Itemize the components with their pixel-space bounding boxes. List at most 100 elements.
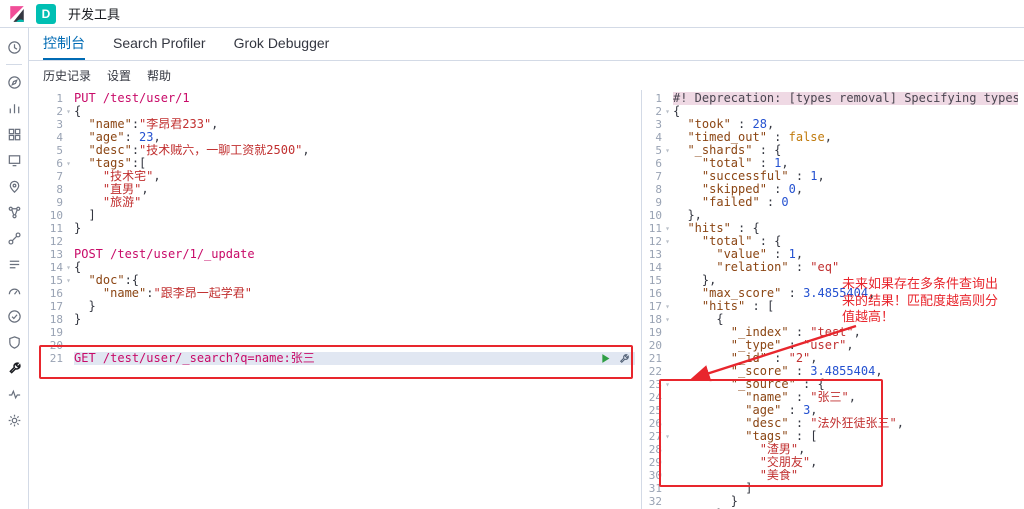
sidebar-nav (0, 28, 29, 509)
fold-caret-icon[interactable]: ▾ (665, 380, 670, 389)
code-line: 30 "美食" (642, 469, 1024, 482)
fold-caret-slot (662, 443, 673, 456)
visualize-bars-icon[interactable] (0, 95, 28, 121)
code-line: 15 }, (642, 274, 1024, 287)
code-text: "技术宅", (102, 170, 161, 183)
code-line[interactable]: 7 "技术宅", (29, 170, 641, 183)
code-line[interactable]: 4 "age": 23, (29, 131, 641, 144)
fold-caret-icon[interactable]: ▾ (66, 107, 71, 116)
fold-caret-slot (63, 92, 74, 105)
kibana-logo-icon[interactable] (8, 5, 26, 23)
code-line[interactable]: 2▾{ (29, 105, 641, 118)
code-line[interactable]: 20 (29, 339, 641, 352)
logs-icon[interactable] (0, 251, 28, 277)
code-line[interactable]: 9 "旅游" (29, 196, 641, 209)
siem-shield-icon[interactable] (0, 329, 28, 355)
code-line: 14 "relation" : "eq" (642, 261, 1024, 274)
code-line[interactable]: 19 (29, 326, 641, 339)
line-number: 8 (56, 183, 63, 196)
fold-caret-slot (662, 196, 673, 209)
fold-caret-icon[interactable]: ▾ (665, 315, 670, 324)
code-line[interactable]: 17 } (29, 300, 641, 313)
dev-tools-badge[interactable]: D (36, 3, 56, 24)
dev-tools-wrench-icon[interactable] (0, 355, 28, 381)
code-line[interactable]: 14▾{ (29, 261, 641, 274)
code-line[interactable]: 18} (29, 313, 641, 326)
code-line[interactable]: 8 "直男", (29, 183, 641, 196)
code-line: 21 "_id" : "2", (642, 352, 1024, 365)
fold-caret-icon[interactable]: ▾ (665, 224, 670, 233)
code-line: 18▾ { (642, 313, 1024, 326)
fold-caret-icon[interactable]: ▾ (66, 159, 71, 168)
history-link[interactable]: 历史记录 (43, 69, 92, 83)
clock-icon[interactable] (0, 34, 28, 60)
send-request-play-icon[interactable] (600, 353, 611, 364)
line-number: 16 (49, 287, 63, 300)
code-line: 1#! Deprecation: [types removal] Specify… (642, 92, 1024, 105)
discover-compass-icon[interactable] (0, 69, 28, 95)
settings-link[interactable]: 设置 (107, 69, 132, 83)
fold-caret-icon[interactable]: ▾ (665, 237, 670, 246)
response-lines: 1#! Deprecation: [types removal] Specify… (642, 90, 1024, 509)
request-options-wrench-icon[interactable] (618, 353, 630, 365)
line-number: 24 (648, 391, 662, 404)
code-line: 16 "max_score" : 3.4855404, (642, 287, 1024, 300)
graph-icon[interactable] (0, 225, 28, 251)
code-text: "美食" (759, 469, 799, 482)
fold-caret-icon[interactable]: ▾ (66, 263, 71, 272)
code-text: "交朋友", (759, 456, 818, 469)
tab-grok-debugger[interactable]: Grok Debugger (233, 35, 330, 51)
code-text: "_shards" : { (687, 144, 782, 157)
tab-console[interactable]: 控制台 (43, 28, 85, 60)
line-number: 28 (648, 443, 662, 456)
fold-caret-icon[interactable]: ▾ (665, 146, 670, 155)
fold-caret-icon[interactable]: ▾ (665, 107, 670, 116)
canvas-icon[interactable] (0, 147, 28, 173)
fold-caret-slot (662, 417, 673, 430)
fold-caret-icon[interactable]: ▾ (665, 302, 670, 311)
line-number: 18 (49, 313, 63, 326)
help-link[interactable]: 帮助 (147, 69, 172, 83)
dashboard-grid-icon[interactable] (0, 121, 28, 147)
line-number: 21 (49, 352, 63, 365)
code-line: 9 "failed" : 0 (642, 196, 1024, 209)
fold-caret-icon[interactable]: ▾ (66, 276, 71, 285)
code-line[interactable]: 15▾ "doc":{ (29, 274, 641, 287)
fold-caret-slot (63, 326, 74, 339)
code-line[interactable]: 3 "name":"李昂君233", (29, 118, 641, 131)
code-text: "doc":{ (88, 274, 140, 287)
monitoring-pulse-icon[interactable] (0, 381, 28, 407)
maps-pin-icon[interactable] (0, 173, 28, 199)
line-number: 16 (648, 287, 662, 300)
machine-learning-icon[interactable] (0, 199, 28, 225)
code-line[interactable]: 10 ] (29, 209, 641, 222)
fold-caret-icon[interactable]: ▾ (665, 432, 670, 441)
code-text: "failed" : 0 (701, 196, 789, 209)
fold-caret-slot (662, 326, 673, 339)
code-line[interactable]: 5 "desc":"技术贼六，一聊工资就2500", (29, 144, 641, 157)
line-number: 8 (655, 183, 662, 196)
line-number: 14 (648, 261, 662, 274)
line-number: 7 (56, 170, 63, 183)
code-line[interactable]: 11} (29, 222, 641, 235)
fold-caret-slot (662, 404, 673, 417)
code-text: "_type" : "user", (730, 339, 854, 352)
code-text: "took" : 28, (687, 118, 775, 131)
code-text: #! Deprecation: [types removal] Specifyi… (673, 92, 1018, 105)
code-line[interactable]: 12 (29, 235, 641, 248)
code-line[interactable]: 16 "name":"跟李昂一起学君" (29, 287, 641, 300)
line-number: 21 (648, 352, 662, 365)
code-line[interactable]: 6▾ "tags":[ (29, 157, 641, 170)
apm-gauge-icon[interactable] (0, 277, 28, 303)
code-text: "age": 23, (88, 131, 161, 144)
uptime-check-icon[interactable] (0, 303, 28, 329)
tab-search-profiler[interactable]: Search Profiler (113, 35, 206, 51)
management-gear-icon[interactable] (0, 407, 28, 433)
line-number: 11 (49, 222, 63, 235)
code-line: 20 "_type" : "user", (642, 339, 1024, 352)
